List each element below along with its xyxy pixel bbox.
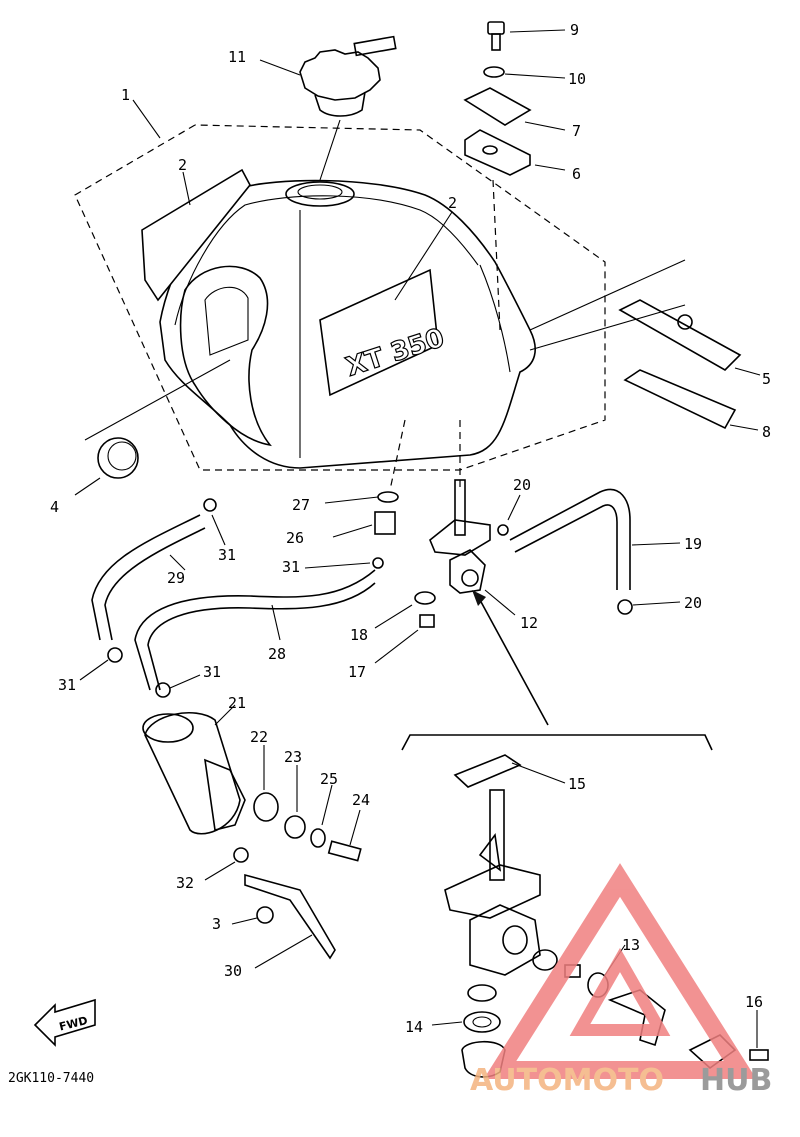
- part-label-26: 26: [286, 529, 304, 547]
- tank-badge: XT 350: [343, 323, 448, 383]
- part-label-16: 16: [745, 993, 763, 1011]
- part-label-20-bottom: 20: [684, 594, 702, 612]
- fuel-cock-assembly: [429, 420, 516, 616]
- detail-bracket: [401, 590, 713, 751]
- part-label-9: 9: [570, 21, 579, 39]
- part-label-7: 7: [572, 122, 581, 140]
- part-label-2-left: 2: [178, 156, 187, 174]
- canister-21: [142, 704, 246, 835]
- part-label-13: 13: [622, 936, 640, 954]
- part-label-22: 22: [250, 728, 268, 746]
- screw-16: [749, 1010, 769, 1061]
- washer-25: [310, 784, 333, 848]
- bolt-24: [327, 809, 362, 862]
- hose-29: [91, 514, 206, 641]
- part-label-8: 8: [762, 423, 771, 441]
- part-label-23: 23: [284, 748, 302, 766]
- part-label-25: 25: [320, 770, 338, 788]
- damper-4: [74, 359, 231, 496]
- seal-14: [431, 984, 501, 1033]
- part-label-27: 27: [292, 496, 310, 514]
- bolt-17: [374, 614, 435, 664]
- fwd-arrow-icon: FWD: [33, 998, 96, 1047]
- part-label-2-right: 2: [448, 194, 457, 212]
- washer-10: [483, 66, 566, 79]
- part-label-31-a: 31: [218, 546, 236, 564]
- part-label-24: 24: [352, 791, 370, 809]
- part-label-12: 12: [520, 614, 538, 632]
- part-label-14: 14: [405, 1018, 423, 1036]
- part-label-10: 10: [568, 70, 586, 88]
- part-label-21: 21: [228, 694, 246, 712]
- washer-18: [374, 591, 436, 629]
- part-label-28: 28: [268, 645, 286, 663]
- part-label-31-c: 31: [58, 676, 76, 694]
- tank-assembly-outline: [74, 99, 606, 471]
- part-label-31-b: 31: [282, 558, 300, 576]
- gasket-15: [453, 754, 566, 788]
- part-label-32: 32: [176, 874, 194, 892]
- watermark-text-b: HUB: [700, 1063, 772, 1098]
- watermark-triangle-icon: [483, 863, 757, 1079]
- watermark-logo: AUTOMOTO HUB: [470, 863, 772, 1098]
- diagram-code: 2GK110-7440: [8, 1071, 94, 1086]
- fwd-label: FWD: [58, 1014, 89, 1034]
- part-label-4: 4: [50, 498, 59, 516]
- bracket-7: [463, 87, 566, 131]
- watermark-text-a: AUTOMOTO: [470, 1063, 664, 1098]
- part-label-19: 19: [684, 535, 702, 553]
- bracket-5: [618, 299, 761, 376]
- hose-28: [134, 569, 376, 691]
- part-label-1: 1: [121, 86, 130, 104]
- part-label-11: 11: [228, 48, 246, 66]
- part-label-17: 17: [348, 663, 366, 681]
- part-label-20-top: 20: [513, 476, 531, 494]
- part-label-30: 30: [224, 962, 242, 980]
- part-label-31-d: 31: [203, 663, 221, 681]
- damper-6: [464, 129, 566, 331]
- part-label-29: 29: [167, 569, 185, 587]
- part-number-labels: 1 2 2 3 4 5 6 7 8 9 10 11 12 13 14 15 16…: [50, 21, 771, 1036]
- part-label-18: 18: [350, 626, 368, 644]
- bolt-9: [487, 21, 566, 51]
- fuel-cap: [259, 35, 397, 181]
- stay-30: [244, 873, 336, 969]
- hose-19: [509, 488, 681, 590]
- part-label-15: 15: [568, 775, 586, 793]
- collar-23: [284, 765, 306, 839]
- grommet-22: [253, 745, 279, 822]
- part-label-3: 3: [212, 915, 221, 933]
- fuel-cock-detail: [444, 789, 541, 976]
- side-decal-left: [141, 168, 251, 302]
- bracket-8: [623, 369, 759, 431]
- part-label-5: 5: [762, 370, 771, 388]
- part-label-6: 6: [572, 165, 581, 183]
